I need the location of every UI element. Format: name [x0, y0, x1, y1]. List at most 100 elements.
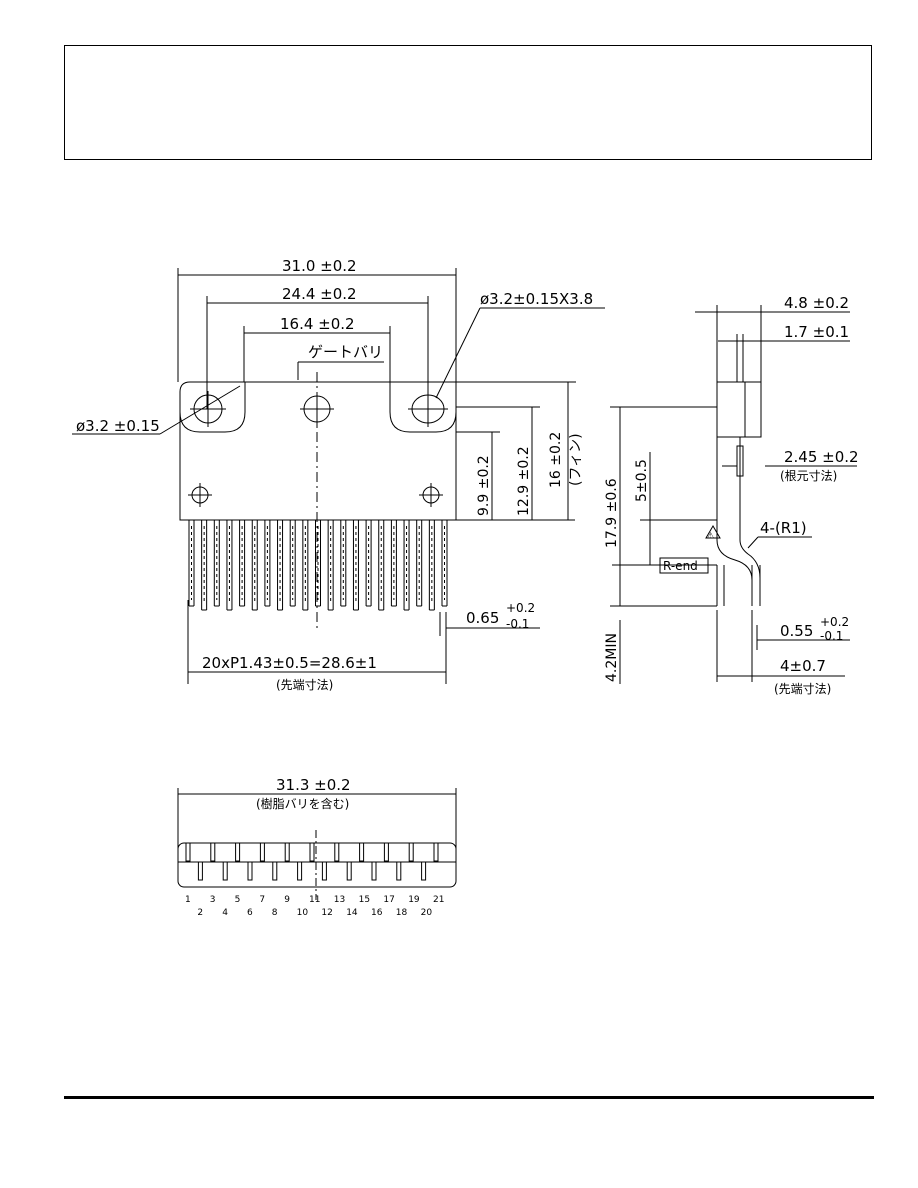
lead [352, 520, 359, 611]
bottom-lead [359, 842, 365, 862]
side-r-end: R-end [663, 559, 698, 573]
lead [441, 520, 448, 607]
bottom-lead [272, 861, 278, 881]
lead [277, 520, 284, 611]
package-body [179, 381, 570, 521]
side-view [610, 305, 857, 684]
side-dim-2-45: 2.45 ±0.2 [784, 448, 859, 466]
bottom-lead [247, 861, 253, 881]
pin-number: 17 [383, 895, 394, 905]
lead [264, 520, 271, 607]
pin-number: 4 [222, 908, 228, 918]
dim-lead-width: 0.65 [466, 609, 499, 627]
dim-height-16-note: (フィン) [568, 433, 584, 486]
leads [188, 520, 448, 611]
footer-rule [64, 1096, 874, 1099]
lead [416, 520, 423, 607]
pin-number: 5 [235, 895, 241, 905]
side-dim-1-7: 1.7 ±0.1 [784, 323, 849, 341]
bottom-width-note: (樹脂バリを含む) [256, 796, 349, 811]
lead [390, 520, 397, 607]
pin-number: 6 [247, 908, 253, 918]
bottom-lead [297, 861, 303, 881]
dim-height-12-9: 12.9 ±0.2 [516, 446, 532, 516]
dim-pitch-note: (先端寸法) [276, 678, 333, 692]
lead [289, 520, 296, 607]
pin-number: 19 [408, 895, 420, 905]
bottom-lead [284, 842, 290, 862]
pin-number: 21 [433, 895, 444, 905]
bottom-view [177, 788, 457, 900]
lead-bend [716, 539, 753, 606]
bottom-lead [408, 842, 414, 862]
dim-mount-pitch: 24.4 ±0.2 [282, 285, 357, 303]
side-dim-17-9: 17.9 ±0.6 [604, 478, 620, 548]
lead [302, 520, 309, 611]
pin-number: 9 [284, 895, 290, 905]
dim-inner-width: 16.4 ±0.2 [280, 315, 355, 333]
pin-number: 10 [297, 908, 309, 918]
dim-height-16: 16 ±0.2 [548, 432, 564, 488]
bottom-lead [185, 842, 191, 862]
lead [428, 520, 435, 611]
lead [315, 520, 321, 607]
bottom-lead [371, 861, 377, 881]
lead [188, 520, 195, 607]
side-body [716, 381, 762, 438]
bottom-leads [185, 842, 439, 881]
bottom-lead [197, 861, 203, 881]
side-dim-4: 4±0.7 [780, 657, 826, 675]
side-dim-5: 5±0.5 [634, 459, 650, 502]
bottom-lead [235, 842, 241, 862]
r-end-box [659, 557, 709, 574]
lead [251, 520, 258, 611]
bottom-lead [396, 861, 402, 881]
pin-number: 2 [197, 908, 203, 918]
pin-number: 11 [309, 895, 320, 905]
pin-number: 20 [421, 908, 433, 918]
dim-pitch: 20xP1.43±0.5=28.6±1 [202, 654, 377, 672]
pin-number: 13 [334, 895, 345, 905]
lead [327, 520, 334, 611]
side-dim-0-55: 0.55 [780, 622, 813, 640]
title-box [64, 45, 872, 160]
bottom-lead [433, 842, 439, 862]
dim-lead-width-minus: -0.1 [506, 617, 529, 631]
bottom-lead [210, 842, 216, 862]
side-r-note: 4-(R1) [760, 519, 807, 537]
bottom-lead [346, 861, 352, 881]
side-dim-4-note: (先端寸法) [774, 682, 831, 696]
dim-slot: ø3.2±0.15X3.8 [480, 290, 593, 308]
dim-height-9-9: 9.9 ±0.2 [476, 455, 492, 516]
pin-number: 15 [359, 895, 370, 905]
pin-number: 16 [371, 908, 383, 918]
pin-number: 8 [272, 908, 278, 918]
front-view [72, 268, 605, 684]
side-dim-2-45-note: (根元寸法) [780, 469, 837, 483]
bottom-lead [222, 861, 228, 881]
pin-number: 1 [185, 895, 191, 905]
warning-icon: ⚠ [707, 531, 714, 540]
lead [213, 520, 220, 607]
pin-number: 12 [321, 908, 332, 918]
dim-hole: ø3.2 ±0.15 [76, 417, 160, 435]
dim-overall-width: 31.0 ±0.2 [282, 257, 357, 275]
pin-number: 14 [346, 908, 358, 918]
bottom-lead [334, 842, 340, 862]
pin-number: 3 [210, 895, 216, 905]
lead [403, 520, 410, 611]
side-dim-4-2: 4.2MIN [604, 633, 620, 682]
pin-number: 7 [259, 895, 265, 905]
gate-burr-label: ゲートバリ [308, 343, 383, 361]
bottom-lead [383, 842, 389, 862]
bottom-lead [321, 861, 327, 881]
side-dim-0-55-plus: +0.2 [820, 615, 849, 629]
lead [201, 520, 208, 611]
warning-triangle [705, 525, 721, 539]
bottom-lead [259, 842, 265, 862]
side-dim-0-55-minus: -0.1 [820, 629, 843, 643]
lead [226, 520, 233, 611]
lead [378, 520, 385, 611]
